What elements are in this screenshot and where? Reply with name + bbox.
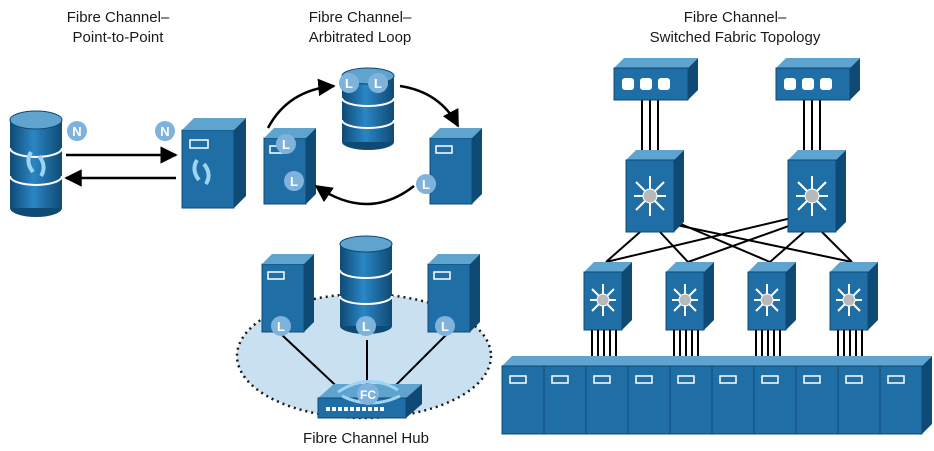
loop-title-line1: Fibre Channel– xyxy=(309,9,412,26)
rack-server xyxy=(879,365,923,435)
loop-title-line2: Arbitrated Loop xyxy=(309,29,412,46)
ptp-node-port-badge-right: N xyxy=(155,121,175,141)
fabric-storage-array-left xyxy=(613,58,698,101)
svg-text:L: L xyxy=(374,76,382,91)
fabric-core-switch-right xyxy=(787,150,846,233)
svg-text:L: L xyxy=(441,319,449,334)
ptp-storage-cylinder xyxy=(9,110,63,217)
fabric-edge-switch xyxy=(665,262,714,331)
fabric-edge-to-server-links xyxy=(591,330,863,358)
ptp-title-line1: Fibre Channel– xyxy=(67,9,170,26)
hub-storage-cylinder xyxy=(339,235,393,334)
loop-arrow-top-right xyxy=(399,84,460,128)
hub-port-badge: L xyxy=(356,316,376,336)
svg-text:L: L xyxy=(345,76,353,91)
svg-text:N: N xyxy=(160,124,169,139)
loop-port-badge: L xyxy=(339,73,359,93)
ptp-server xyxy=(181,118,246,209)
fabric-edge-switch xyxy=(747,262,796,331)
svg-text:L: L xyxy=(277,319,285,334)
svg-text:L: L xyxy=(422,177,430,192)
rack-server xyxy=(543,365,587,435)
ptp-node-port-badge-left: N xyxy=(67,121,87,141)
hub-fc-badge: FC xyxy=(357,383,379,405)
svg-text:FC: FC xyxy=(360,388,376,402)
fabric-title-line2: Switched Fabric Topology xyxy=(650,29,821,46)
loop-port-badge: L xyxy=(416,174,436,194)
rack-server xyxy=(669,365,713,435)
loop-server-left xyxy=(263,128,316,205)
sync-arrows-icon xyxy=(192,158,211,186)
hub-port-badge: L xyxy=(271,316,291,336)
ptp-title-line2: Point-to-Point xyxy=(73,29,165,46)
hub-port-badge: L xyxy=(435,316,455,336)
fabric-storage-array-right xyxy=(775,58,860,101)
fabric-title-line1: Fibre Channel– xyxy=(684,9,787,26)
rack-server xyxy=(795,365,839,435)
fabric-edge-switch xyxy=(583,262,632,331)
fabric-server-rack xyxy=(501,356,932,435)
fabric-edge-switch xyxy=(829,262,878,331)
loop-arrow-top-left xyxy=(266,78,336,129)
loop-port-badge: L xyxy=(284,171,304,191)
sync-arrows-icon xyxy=(26,150,46,178)
loop-port-badge: L xyxy=(276,134,296,154)
rack-server xyxy=(753,365,797,435)
loop-port-badge: L xyxy=(368,73,388,93)
hub-caption: Fibre Channel Hub xyxy=(303,430,429,447)
rack-server xyxy=(627,365,671,435)
svg-text:N: N xyxy=(72,124,81,139)
loop-arrow-bottom xyxy=(314,184,415,206)
svg-text:L: L xyxy=(290,174,298,189)
svg-text:L: L xyxy=(282,137,290,152)
fabric-core-switch-left xyxy=(625,150,684,233)
hub-server-right xyxy=(427,254,480,333)
rack-server xyxy=(711,365,755,435)
rack-server xyxy=(585,365,629,435)
loop-server-right xyxy=(429,128,482,205)
hub-server-left xyxy=(261,254,314,333)
rack-server xyxy=(501,365,545,435)
rack-server xyxy=(837,365,881,435)
svg-text:L: L xyxy=(362,319,370,334)
